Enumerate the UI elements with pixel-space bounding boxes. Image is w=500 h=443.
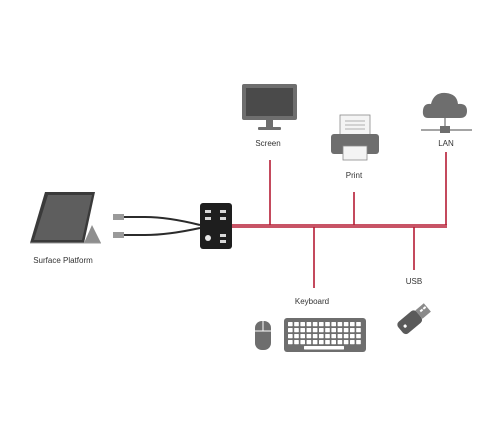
usb-label: USB	[405, 277, 423, 286]
connection-bus	[232, 152, 447, 288]
printer-icon	[331, 114, 379, 161]
keyboard-label: Keyboard	[294, 297, 330, 306]
print-label: Print	[345, 171, 363, 180]
monitor-icon	[242, 84, 297, 130]
usb-stick-icon	[397, 303, 431, 335]
lan-label: LAN	[438, 139, 454, 148]
usb-plug-icon	[113, 214, 124, 238]
screen-label: Screen	[255, 139, 281, 148]
surface-label: Surface Platform	[33, 256, 93, 265]
mouse-icon	[255, 321, 271, 350]
tablet-icon	[30, 192, 101, 244]
usb-cable-icon	[124, 216, 201, 236]
cloud-network-icon	[421, 92, 472, 133]
keyboard-icon	[284, 318, 366, 352]
usb-hub-icon	[200, 203, 232, 249]
